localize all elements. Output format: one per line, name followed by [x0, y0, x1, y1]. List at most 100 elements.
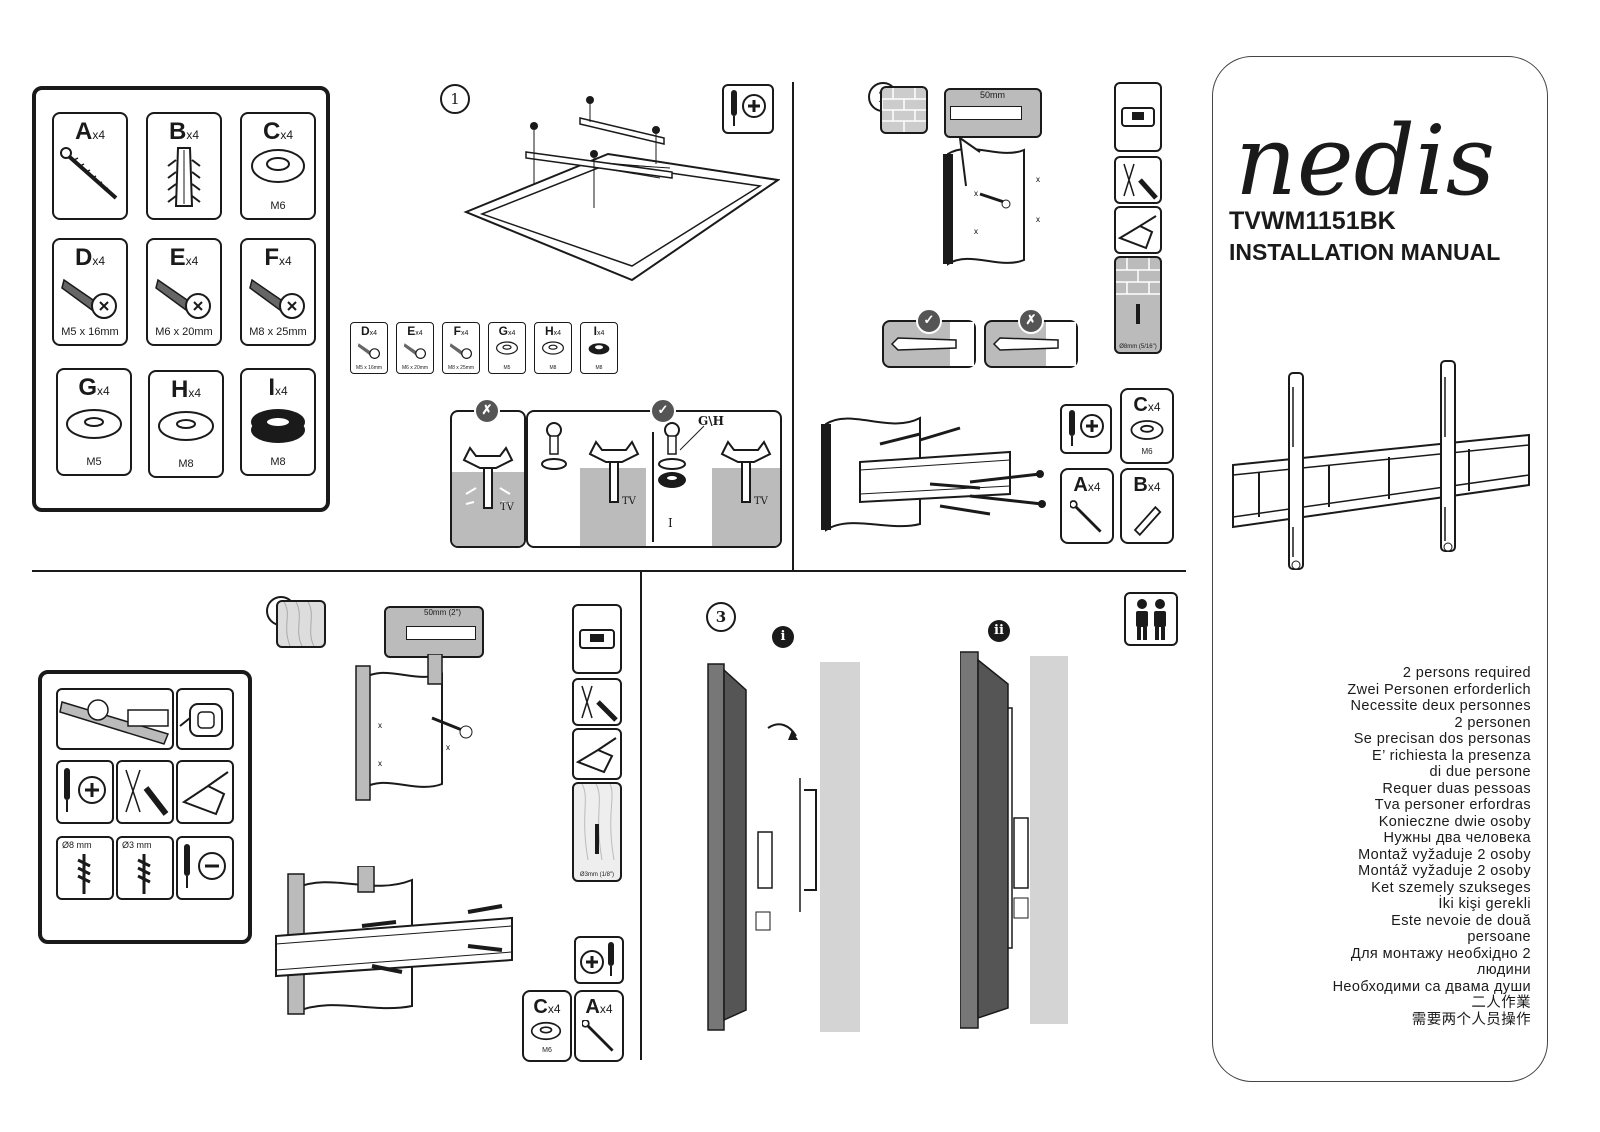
- persons-required-line: Este nevoie de două: [1391, 912, 1531, 929]
- tv-label: TV: [500, 502, 514, 513]
- persons-required-line: Tva personer erfordras: [1374, 797, 1531, 813]
- svg-text:x: x: [974, 189, 978, 198]
- spirit-level-icon: [1121, 107, 1155, 127]
- persons-required-line: Montáž vyžaduje 2 osoby: [1358, 863, 1531, 879]
- hang-tv-step-ii-illustration: [960, 651, 1068, 1029]
- check-icon: ✓: [916, 308, 942, 334]
- screwdriver-tile: [574, 936, 624, 984]
- wood-drill-depth-label: 50mm (2"): [424, 608, 462, 617]
- persons-required-line: Montaž vyžaduje 2 osoby: [1358, 846, 1531, 863]
- tape-measure-icon: [179, 703, 223, 737]
- wall-plug-icon: [1133, 505, 1162, 536]
- washer-icon: [1130, 420, 1164, 440]
- drill-icon: [181, 771, 229, 816]
- svg-text:x: x: [974, 227, 978, 236]
- screwdriver-tile: [722, 84, 774, 134]
- bolt-icon: [61, 278, 117, 319]
- drill-bit-3-label: Ø3 mm: [122, 840, 152, 850]
- phillips-screwdriver-icon: [731, 90, 766, 126]
- persons-required-line: Необходими са двама души: [1332, 978, 1531, 995]
- part-a-callout: Ax4: [1060, 468, 1114, 544]
- cross-icon: ✗: [1018, 308, 1044, 334]
- plate-wall-mount-illustration: [821, 416, 1046, 532]
- bolt-into-tv-icon: [720, 440, 772, 503]
- gh-label: G\H: [698, 414, 724, 428]
- svg-text:x: x: [1036, 175, 1040, 184]
- washer-icon: [530, 1021, 562, 1041]
- drill-bit-8-label: Ø8 mm: [62, 840, 92, 850]
- persons-required-line: di due persone: [1429, 764, 1531, 780]
- bolt-icon: [155, 278, 211, 319]
- parts-list-panel: Ax4 Bx4 Cx4 M6 Dx4 M5 x 16mm Ex4 M6 x 20…: [32, 86, 330, 512]
- tv-back-bracket-illustration: [463, 96, 780, 282]
- two-persons-tile: [1124, 592, 1178, 646]
- washer-icon: [496, 341, 518, 355]
- flat-screwdriver-icon: [184, 844, 226, 888]
- spirit-level-icon: [59, 699, 170, 745]
- divider-horizontal: [32, 570, 1186, 572]
- drill-bit-icon: [77, 854, 91, 894]
- wood-screw-icon: [582, 1020, 614, 1052]
- wall-plug-icon: [890, 337, 957, 351]
- hang-tv-step-i-illustration: [707, 662, 860, 1032]
- persons-required-line: Necessite deux personnes: [1350, 698, 1531, 714]
- brick-wall-tile: [880, 86, 928, 134]
- spacer-icon: [588, 343, 610, 355]
- two-persons-icon: [1136, 599, 1166, 640]
- pencil-tile: [1114, 156, 1162, 204]
- drill-icon: [575, 737, 617, 774]
- substep-ii-badge: ii: [988, 620, 1010, 642]
- part-i: Ix4 M8: [240, 368, 316, 476]
- drill-tile: [176, 760, 234, 824]
- wall-mount-product-image: [1232, 360, 1530, 570]
- persons-required-line: 二人作業: [1471, 995, 1531, 1011]
- wall-plug-icon: [167, 147, 201, 207]
- persons-required-line: 2 persons required: [1402, 665, 1531, 681]
- part-b: Bx4: [146, 112, 222, 220]
- level-tile: [1114, 82, 1162, 152]
- bolt-spacer-icon: [658, 422, 705, 488]
- manual-title: INSTALLATION MANUAL: [1229, 239, 1501, 265]
- pencil-mark-icon: [581, 685, 618, 722]
- drill-bit-wood-tile: Ø3mm (1/8"): [572, 782, 622, 882]
- spirit-level-icon: [579, 629, 615, 649]
- i-label: I: [668, 516, 673, 530]
- drill-bit-8-tile: Ø8 mm: [56, 836, 114, 900]
- drill-bit-concrete-tile: Ø8mm (5/16"): [1114, 256, 1162, 354]
- drill-bit-icon: [137, 854, 151, 894]
- spacer-icon: [251, 409, 305, 443]
- nedis-logo: nedis: [1235, 105, 1495, 217]
- part-c: Cx4 M6: [240, 112, 316, 220]
- wood-screw-icon: [60, 147, 118, 200]
- bolt-washer-icon: [541, 422, 567, 470]
- wood-drill-icon: [581, 783, 615, 861]
- persons-required-line: persoane: [1467, 929, 1531, 945]
- divider-vertical-bottom: [640, 572, 642, 1060]
- drill-tile: [1114, 206, 1162, 254]
- tools-panel: Ø8 mm Ø3 mm: [38, 670, 252, 944]
- drill-depth-callout: 50mm: [944, 88, 1042, 138]
- cross-icon: ✗: [474, 398, 500, 424]
- step-3-badge: 3: [706, 602, 736, 632]
- wood-wall-tile: [276, 600, 326, 648]
- wood-plate-mount-illustration: [275, 866, 513, 1015]
- part-b-callout: Bx4: [1120, 468, 1174, 544]
- persons-required-line: Ket szemely szukseges: [1371, 879, 1531, 896]
- bolt-icon: [249, 278, 305, 319]
- svg-text:x: x: [378, 721, 382, 730]
- washer-icon: [251, 149, 305, 183]
- drill-depth-label: 50mm: [980, 90, 1006, 100]
- step-1-badge: 1: [440, 84, 470, 114]
- persons-required-line: Нужны два человека: [1383, 830, 1531, 846]
- bolt-icon: [357, 343, 380, 359]
- wood-grain-icon: [283, 601, 315, 647]
- phillips-screwdriver-icon: [64, 768, 106, 812]
- flat-screwdriver-tile: [176, 836, 234, 900]
- part-e: Ex4 M6 x 20mm: [146, 238, 222, 346]
